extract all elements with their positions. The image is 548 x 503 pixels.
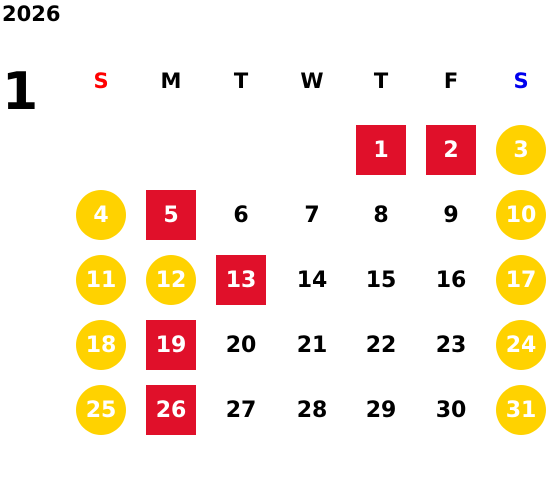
calendar-day[interactable]: 13 xyxy=(216,255,266,305)
weekday-label: S xyxy=(513,69,529,93)
calendar-day[interactable]: 5 xyxy=(146,190,196,240)
calendar-day[interactable]: 24 xyxy=(496,320,546,370)
calendar-day[interactable]: 9 xyxy=(443,202,459,228)
calendar-day[interactable]: 19 xyxy=(146,320,196,370)
calendar-day[interactable]: 25 xyxy=(76,385,126,435)
calendar-day[interactable]: 8 xyxy=(373,202,389,228)
weekday-label: M xyxy=(160,69,182,93)
calendar-day[interactable]: 22 xyxy=(365,332,397,358)
weekday-label: F xyxy=(443,69,459,93)
weekday-label: T xyxy=(233,69,249,93)
calendar-day[interactable]: 31 xyxy=(496,385,546,435)
weekday-label: T xyxy=(373,69,389,93)
calendar-day[interactable]: 2 xyxy=(426,125,476,175)
calendar-day[interactable]: 3 xyxy=(496,125,546,175)
calendar-day[interactable]: 15 xyxy=(365,267,397,293)
calendar-day[interactable]: 17 xyxy=(496,255,546,305)
calendar-day[interactable]: 28 xyxy=(296,397,328,423)
calendar-day[interactable]: 18 xyxy=(76,320,126,370)
calendar-month: 1 xyxy=(2,62,39,122)
calendar-day[interactable]: 12 xyxy=(146,255,196,305)
calendar-day[interactable]: 6 xyxy=(233,202,249,228)
calendar-day[interactable]: 16 xyxy=(435,267,467,293)
calendar-day[interactable]: 30 xyxy=(435,397,467,423)
weekday-label: S xyxy=(93,69,109,93)
calendar-day[interactable]: 1 xyxy=(356,125,406,175)
calendar-day[interactable]: 29 xyxy=(365,397,397,423)
calendar-day[interactable]: 20 xyxy=(225,332,257,358)
calendar-day[interactable]: 27 xyxy=(225,397,257,423)
calendar-day[interactable]: 7 xyxy=(304,202,320,228)
calendar-day[interactable]: 26 xyxy=(146,385,196,435)
weekday-label: W xyxy=(300,69,324,93)
calendar-day[interactable]: 14 xyxy=(296,267,328,293)
calendar-year: 2026 xyxy=(2,2,61,26)
calendar-day[interactable]: 23 xyxy=(435,332,467,358)
calendar-day[interactable]: 4 xyxy=(76,190,126,240)
calendar-day[interactable]: 21 xyxy=(296,332,328,358)
calendar-day[interactable]: 11 xyxy=(76,255,126,305)
calendar-day[interactable]: 10 xyxy=(496,190,546,240)
